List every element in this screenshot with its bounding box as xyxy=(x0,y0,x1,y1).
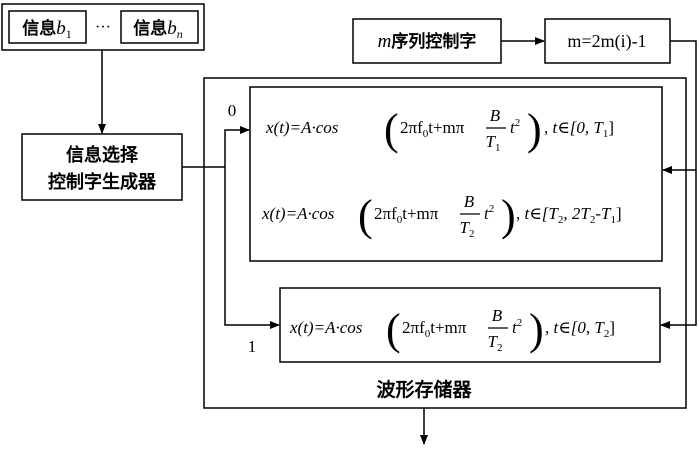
info-ellipsis: ··· xyxy=(95,19,111,36)
formula-1-lhs: x(t)=A·cos xyxy=(265,118,339,137)
formula-2-frac-den: T2 xyxy=(460,218,475,240)
m-update-label: m=2m(i)-1 xyxy=(567,31,646,52)
formula-1-range: , t∈[0, T1] xyxy=(544,118,614,140)
formula-3-frac-num: B xyxy=(492,306,503,325)
arrow-branch-0 xyxy=(224,126,250,167)
formula-3-close-paren: ) xyxy=(529,305,544,354)
formula-2-open-paren: ( xyxy=(358,191,373,240)
formula-3-phase: 2πf0t+mπ xyxy=(402,318,467,340)
formula-2-range: , t∈[T2, 2T2-T1] xyxy=(516,204,622,226)
info-item-first-label: 信息b1 xyxy=(22,18,72,41)
formula-3-range: , t∈[0, T2] xyxy=(545,318,615,340)
m-sequence-label: m序列控制字 xyxy=(378,31,477,52)
info-group-box xyxy=(1,3,205,51)
branch-label-1: 1 xyxy=(248,337,257,356)
selector-line2: 控制字生成器 xyxy=(48,171,157,193)
formula-3-tsq: t2 xyxy=(512,317,522,337)
formula-1-open-paren: ( xyxy=(384,105,399,154)
formula-3-lhs: x(t)=A·cos xyxy=(289,318,363,337)
formula-3-frac-den: T2 xyxy=(488,332,503,354)
formula-1-close-paren: ) xyxy=(527,105,542,154)
formula-2-phase: 2πf0t+mπ xyxy=(374,204,439,226)
formula-2-close-paren: ) xyxy=(501,191,516,240)
formula-1-phase: 2πf0t+mπ xyxy=(400,118,465,140)
formula-3: x(t)=A·cos ( 2πf0t+mπ B T2 t2 ) , t∈[0, … xyxy=(289,305,615,354)
branch-label-0: 0 xyxy=(228,101,237,120)
formula-2-lhs: x(t)=A·cos xyxy=(261,204,335,223)
info-item-first-box xyxy=(8,10,87,44)
info-item-last-label: 信息bn xyxy=(133,18,183,41)
feedback-line xyxy=(670,40,697,170)
formula-3-open-paren: ( xyxy=(386,305,401,354)
info-item-last-box xyxy=(120,10,199,44)
arrow-to-formula-box-1 xyxy=(660,170,697,329)
formula-1-tsq: t2 xyxy=(510,117,520,137)
arrow-branch-1 xyxy=(224,167,280,329)
formula-1-frac-den: T1 xyxy=(486,132,501,154)
formula-1: x(t)=A·cos ( 2πf0t+mπ B T1 t2 ) , t∈[0, … xyxy=(265,105,614,154)
formula-2-tsq: t2 xyxy=(484,203,494,223)
waveform-store-label: 波形存储器 xyxy=(376,378,472,401)
formula-2: x(t)=A·cos ( 2πf0t+mπ B T2 t2 ) , t∈[T2,… xyxy=(261,191,622,240)
formula-2-frac-num: B xyxy=(464,192,475,211)
selector-line1: 信息选择 xyxy=(66,144,139,166)
waveform-store-box xyxy=(203,77,687,409)
formula-box-0 xyxy=(249,86,663,262)
formula-1-frac-num: B xyxy=(490,106,501,125)
